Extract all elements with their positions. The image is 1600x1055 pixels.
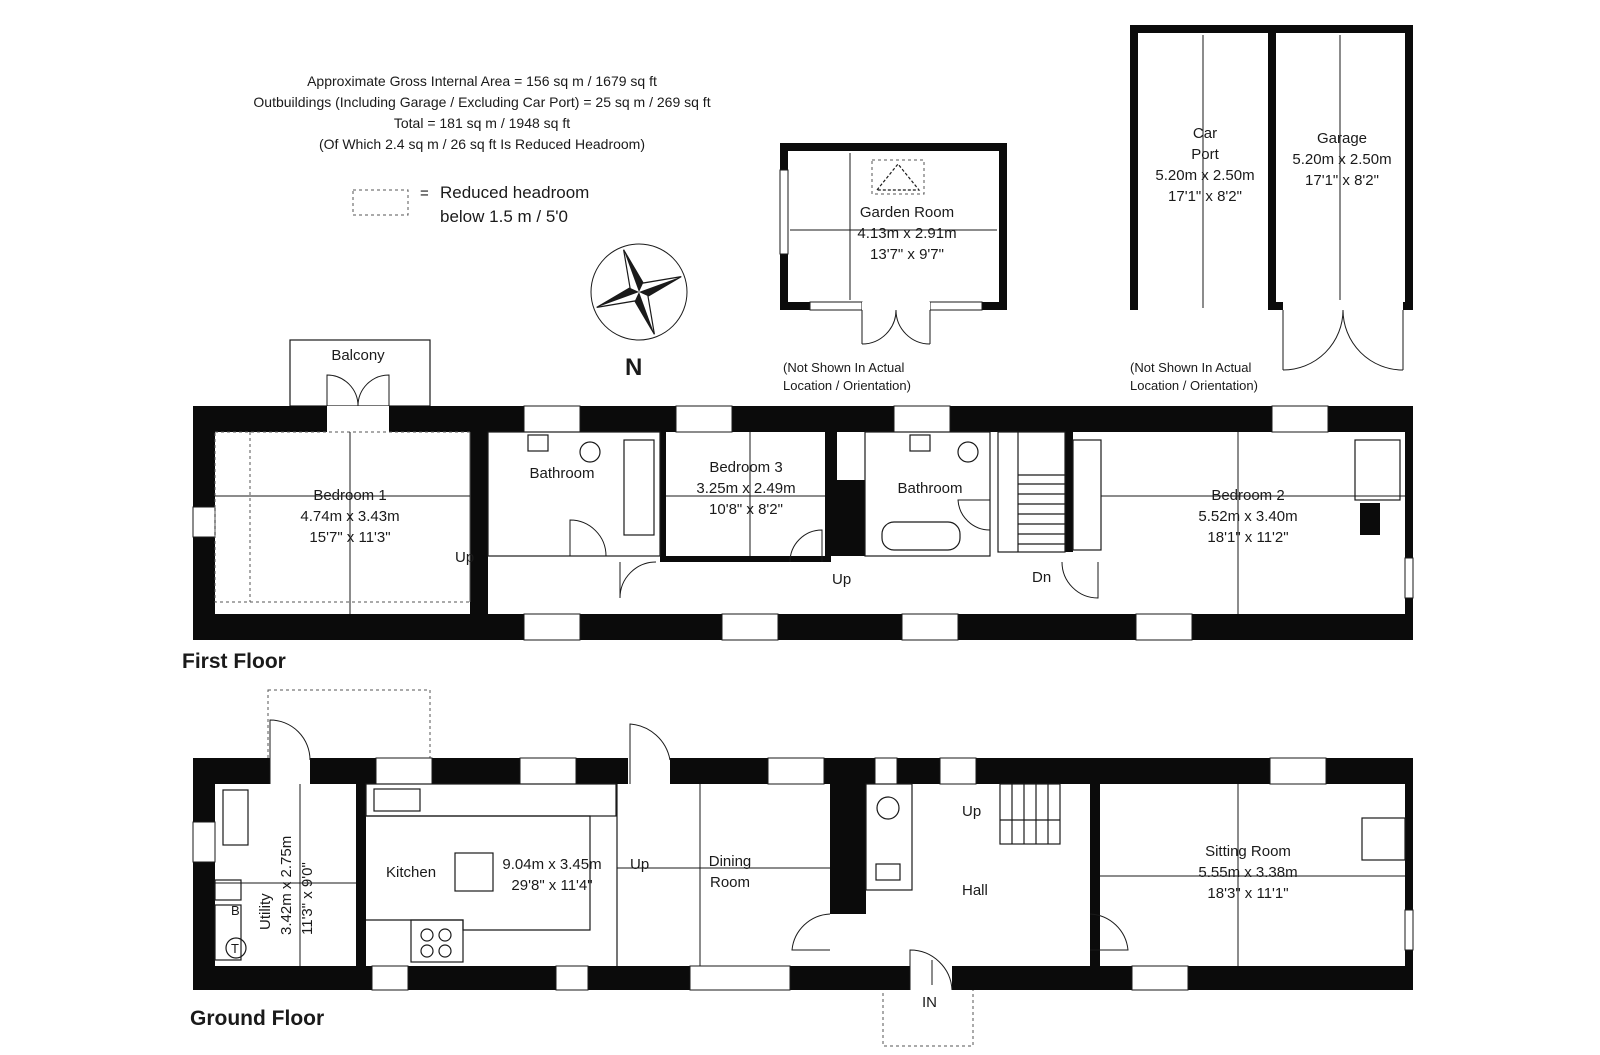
outbuilding-note-1b: Location / Orientation)	[783, 378, 911, 393]
first-floor-plan: Balcony Bedroom 1 4.74m x 3.4	[182, 339, 1414, 673]
dining-name-1: Dining	[709, 853, 752, 870]
sitting-room-metric: 5.55m x 3.38m	[1198, 864, 1297, 881]
car-port-imperial: 17'1" x 8'2"	[1168, 188, 1242, 205]
kitchen-name: Kitchen	[386, 864, 436, 881]
bathroom-1-label: Bathroom	[529, 465, 594, 482]
summary-line-3: Total = 181 sq m / 1948 sq ft	[394, 115, 570, 131]
bathroom-2-label: Bathroom	[897, 480, 962, 497]
car-port-garage-outbuilding: Car Port 5.20m x 2.50m 17'1" x 8'2" Gara…	[1130, 25, 1413, 371]
summary-line-4: (Of Which 2.4 sq m / 26 sq ft Is Reduced…	[319, 136, 645, 152]
garden-room-name: Garden Room	[860, 204, 954, 221]
outbuilding-note-1a: (Not Shown In Actual	[783, 360, 905, 375]
ground-floor-up-1: Up	[630, 856, 649, 873]
kitchen-imperial: 29'8" x 11'4"	[511, 877, 592, 894]
boiler-label: B	[231, 903, 240, 918]
ground-floor-title: Ground Floor	[190, 1007, 324, 1030]
bedroom-3-imperial: 10'8" x 8'2"	[709, 501, 783, 518]
bedroom-1-imperial: 15'7" x 11'3"	[309, 529, 390, 546]
bedroom-2-metric: 5.52m x 3.40m	[1198, 508, 1297, 525]
first-floor-title: First Floor	[182, 650, 286, 673]
garage-name: Garage	[1317, 130, 1367, 147]
hall-label: Hall	[962, 882, 988, 899]
first-floor-up-1: Up	[455, 549, 474, 566]
outbuilding-note-2a: (Not Shown In Actual	[1130, 360, 1252, 375]
first-floor-dn: Dn	[1032, 569, 1051, 586]
utility-name: Utility	[257, 893, 274, 930]
summary-line-2: Outbuildings (Including Garage / Excludi…	[253, 94, 710, 110]
balcony-label: Balcony	[331, 347, 385, 364]
compass-icon	[590, 243, 688, 341]
legend-equals: =	[420, 185, 429, 202]
bedroom-1-metric: 4.74m x 3.43m	[300, 508, 399, 525]
car-port-name-2: Port	[1191, 146, 1219, 163]
legend-text-2: below 1.5 m / 5'0	[440, 207, 568, 226]
sitting-room-imperial: 18'3" x 11'1"	[1207, 885, 1288, 902]
reduced-headroom-swatch	[352, 189, 409, 216]
garage-imperial: 17'1" x 8'2"	[1305, 172, 1379, 189]
garden-room-outbuilding: Garden Room 4.13m x 2.91m 13'7" x 9'7"	[779, 143, 1007, 345]
bedroom-2-imperial: 18'1" x 11'2"	[1207, 529, 1288, 546]
ground-floor-up-2: Up	[962, 803, 981, 820]
utility-metric: 3.42m x 2.75m	[278, 836, 295, 935]
outbuilding-note-2b: Location / Orientation)	[1130, 378, 1258, 393]
summary-line-1: Approximate Gross Internal Area = 156 sq…	[307, 73, 657, 89]
sitting-room-name: Sitting Room	[1205, 843, 1291, 860]
compass-north-label: N	[625, 354, 642, 381]
tank-label: T	[231, 941, 239, 956]
garden-room-imperial: 13'7" x 9'7"	[870, 246, 944, 263]
utility-imperial: 11'3" x 9'0"	[299, 862, 316, 935]
bedroom-3-metric: 3.25m x 2.49m	[696, 480, 795, 497]
area-summary: Approximate Gross Internal Area = 156 sq…	[253, 73, 710, 152]
bedroom-2-name: Bedroom 2	[1211, 487, 1284, 504]
bedroom-1-name: Bedroom 1	[313, 487, 386, 504]
car-port-metric: 5.20m x 2.50m	[1155, 167, 1254, 184]
legend: = Reduced headroom below 1.5 m / 5'0	[352, 183, 589, 226]
dining-name-2: Room	[710, 874, 750, 891]
legend-text-1: Reduced headroom	[440, 183, 589, 202]
kitchen-metric: 9.04m x 3.45m	[502, 856, 601, 873]
first-floor-up-2: Up	[832, 571, 851, 588]
ground-floor-plan: B T Utility 3.42m x 2.75m 11'3" x 9'0" K…	[190, 689, 1414, 1047]
bedroom-3-name: Bedroom 3	[709, 459, 782, 476]
garage-metric: 5.20m x 2.50m	[1292, 151, 1391, 168]
entrance-in-label: IN	[922, 994, 937, 1011]
garden-room-metric: 4.13m x 2.91m	[857, 225, 956, 242]
car-port-name-1: Car	[1193, 125, 1217, 142]
